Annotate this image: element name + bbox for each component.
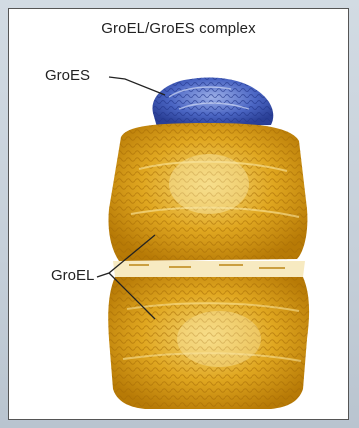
- groes-cap: [152, 77, 273, 127]
- ring-interface: [113, 261, 305, 277]
- figure-panel: GroEL/GroES complex: [8, 8, 349, 420]
- groel-upper-ring: [108, 123, 307, 261]
- groes-leader-line: [109, 77, 165, 95]
- groel-label: GroEL: [51, 267, 94, 284]
- groel-lower-ring: [108, 277, 309, 409]
- groes-label: GroES: [45, 67, 90, 84]
